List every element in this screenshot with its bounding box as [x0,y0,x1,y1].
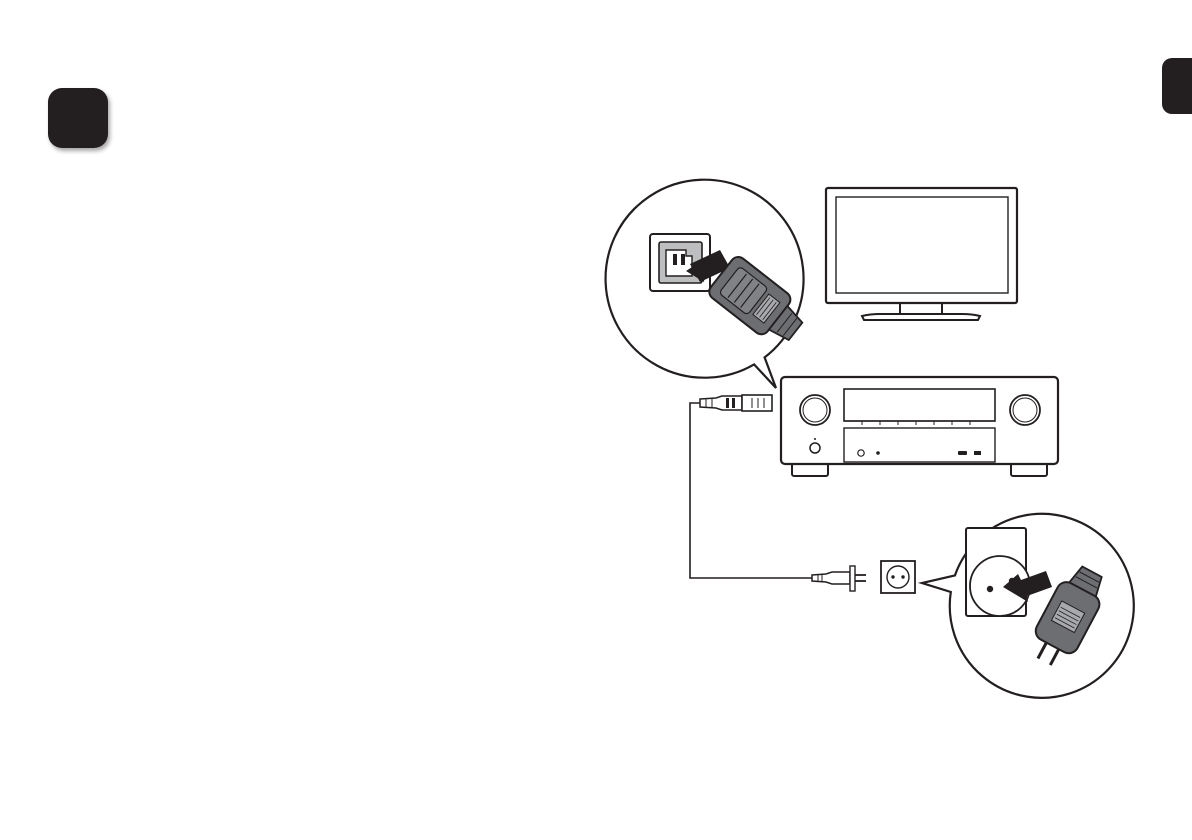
iec-inlet-plug-insert-icon [606,180,811,388]
wall-outlet-icon [881,561,915,593]
television-icon [826,188,1017,320]
av-receiver-icon [781,377,1058,476]
schuko-plug-insert-icon [922,514,1134,698]
